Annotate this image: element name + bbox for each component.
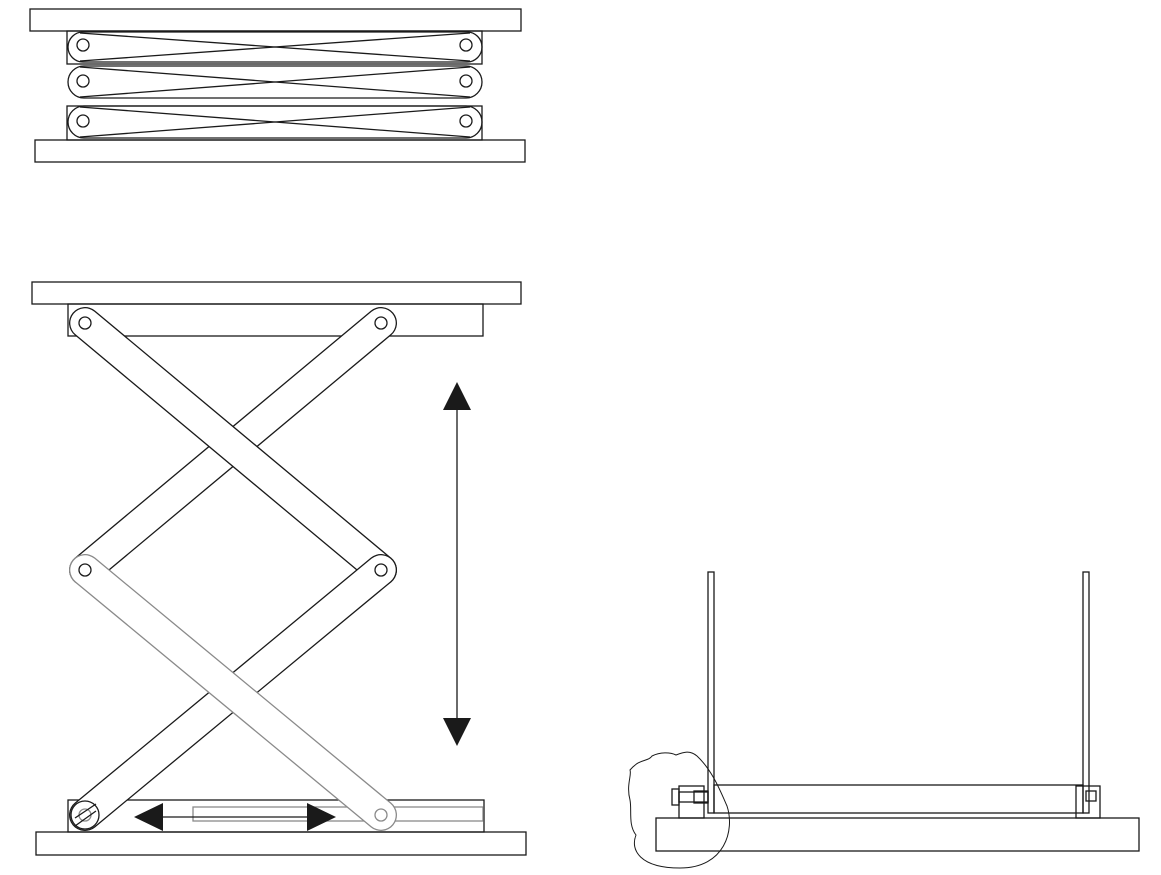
link-row: [67, 65, 483, 99]
guide-slot: [192, 806, 484, 822]
bolt-head: [671, 788, 680, 806]
lower-mount: [67, 799, 485, 833]
detail-callout-outline: [628, 751, 730, 869]
upper-mount: [67, 303, 484, 337]
right-block: [1075, 785, 1101, 819]
scissor-arms: [69, 307, 397, 831]
pivot-pin: [76, 38, 90, 52]
horizontal-motion-arrow-icon: [134, 803, 336, 831]
pivot-pin: [459, 38, 473, 52]
pivot-pin: [78, 316, 92, 330]
vertical-motion-arrow-icon: [443, 382, 471, 746]
link-row: [67, 105, 483, 139]
pivot-pin: [76, 114, 90, 128]
pivot-pin: [374, 808, 388, 822]
extended-scissor-lift: [31, 281, 527, 856]
pivot-pin: [459, 74, 473, 88]
collapsed-scissor-lift: [29, 8, 526, 163]
top-plate: [31, 281, 522, 305]
pivot-pin: [459, 114, 473, 128]
side-view-frame: [628, 571, 1140, 869]
pivot-pin: [374, 316, 388, 330]
base-plate: [655, 817, 1140, 852]
base-plate: [34, 139, 526, 163]
right-bolt: [1085, 790, 1097, 802]
pivot-pin: [76, 74, 90, 88]
base-plate: [35, 831, 527, 856]
bolt-nut: [693, 790, 709, 804]
fixed-pivot-screw: [70, 800, 100, 830]
right-post: [1082, 571, 1090, 814]
left-post: [707, 571, 715, 814]
cross-beam: [713, 784, 1084, 814]
pivot-pin: [374, 563, 388, 577]
top-plate: [29, 8, 522, 32]
pivot-pin: [78, 563, 92, 577]
link-row: [67, 31, 483, 63]
